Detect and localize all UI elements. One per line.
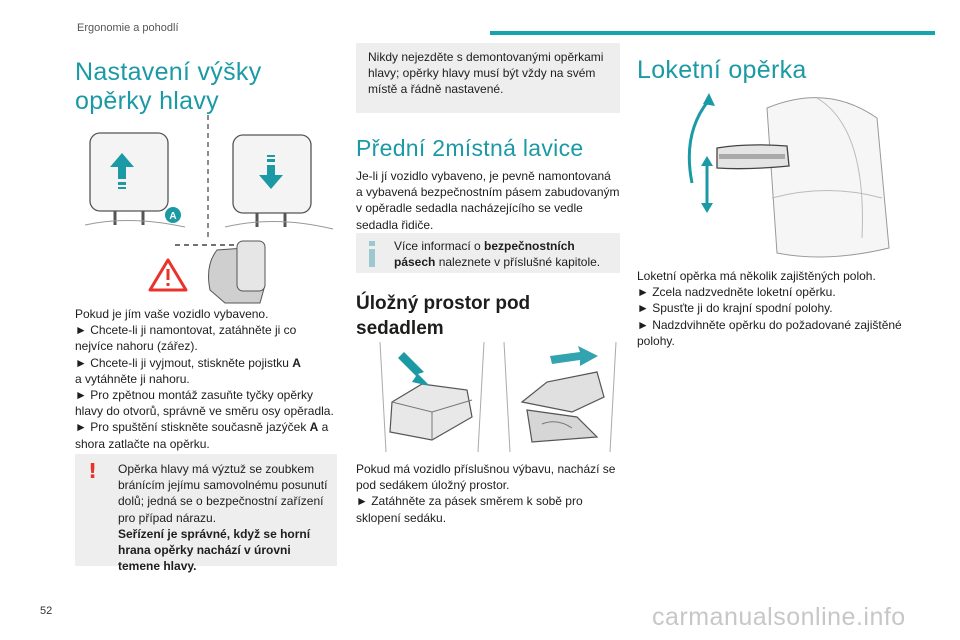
bench-text: Je-li jí vozidlo vybaveno, je pevně namo… — [356, 169, 620, 232]
headrest-line-5: ► Pro zpětnou montáž zasuňte tyčky opěrk… — [75, 388, 334, 419]
bench-title: Přední 2místná lavice — [356, 135, 584, 161]
headrest-line-1: Pokud je jím vaše vozidlo vybaveno. — [75, 307, 269, 321]
info-box: Více informací o bezpečnostních pásech n… — [356, 233, 620, 273]
storage-p1: Pokud má vozidlo příslušnou výbavu, nach… — [356, 462, 616, 493]
storage-title: Úložný prostor pod sedadlem — [356, 293, 531, 339]
warning-bold-text: Seřízení je správné, když se horní hrana… — [118, 526, 311, 574]
bold-a: A — [292, 355, 301, 370]
info-post: naleznete v příslušné kapitole. — [435, 255, 601, 270]
header-accent-bar — [490, 31, 935, 35]
watermark: carmanualsonline.info — [652, 603, 906, 631]
info-icon — [369, 241, 375, 267]
label-a-marker: A — [169, 211, 176, 222]
warning-text: Opěrka hlavy má výztuž se zoubkem bráníc… — [118, 462, 328, 525]
storage-illustration — [372, 342, 617, 454]
info-pre: Více informací o — [394, 239, 485, 253]
armrest-illustration — [687, 93, 890, 258]
info-text: Více informací o bezpečnostních pásech n… — [394, 238, 614, 270]
headrest-warning-box: ! Opěrka hlavy má výztuž se zoubkem brán… — [75, 454, 337, 573]
headrest-instructions: Pokud je jím vaše vozidlo vybaveno. ► Ch… — [75, 306, 337, 452]
headrest-line-3-text: ► Chcete-li ji vyjmout, stiskněte pojist… — [75, 355, 293, 370]
page-number: 52 — [40, 605, 53, 617]
note-text: Nikdy nejezděte s demontovanými opěrkami… — [368, 50, 604, 97]
armrest-line-3: ► Spusťte ji do krajní spodní polohy. — [637, 301, 833, 316]
section-header: Ergonomie a pohodlí — [77, 22, 179, 34]
info-bold: bezpečnostních pásech — [394, 239, 575, 270]
storage-p2: ► Zatáhněte za pásek směrem k sobě pro s… — [356, 494, 583, 525]
headrest-illustration: A — [85, 115, 334, 304]
armrest-line-2: ► Zcela nadzvedněte loketní opěrku. — [637, 285, 836, 300]
armrest-title: Loketní opěrka — [637, 56, 807, 84]
note-box: Nikdy nejezděte s demontovanými opěrkami… — [356, 43, 620, 113]
bold-a-2: A — [309, 420, 319, 435]
headrest-line-6: ► Pro spuštění stiskněte současně jazýče… — [75, 419, 337, 451]
armrest-line-1: Loketní opěrka má několik zajištěných po… — [637, 269, 876, 283]
headrest-line-4: a vytáhněte ji nahoru. — [75, 371, 190, 386]
headrest-line-3: ► Chcete-li ji vyjmout, stiskněte pojist… — [75, 355, 337, 371]
headrest-line-6-end: a shora zatlačte na opěrku. — [75, 420, 329, 451]
armrest-line-4: ► Nadzdvihněte opěrku do požadované zaji… — [637, 317, 902, 348]
headrest-title: Nastavení výšky opěrky hlavy — [75, 58, 262, 115]
armrest-text: Loketní opěrka má několik zajištěných po… — [637, 268, 907, 349]
warning-icon: ! — [88, 459, 98, 483]
storage-text: Pokud má vozidlo příslušnou výbavu, nach… — [356, 461, 620, 526]
headrest-line-6-text: ► Pro spuštění stiskněte současně jazýče… — [75, 420, 310, 435]
headrest-line-2: ► Chcete-li ji namontovat, zatáhněte ji … — [75, 323, 297, 354]
